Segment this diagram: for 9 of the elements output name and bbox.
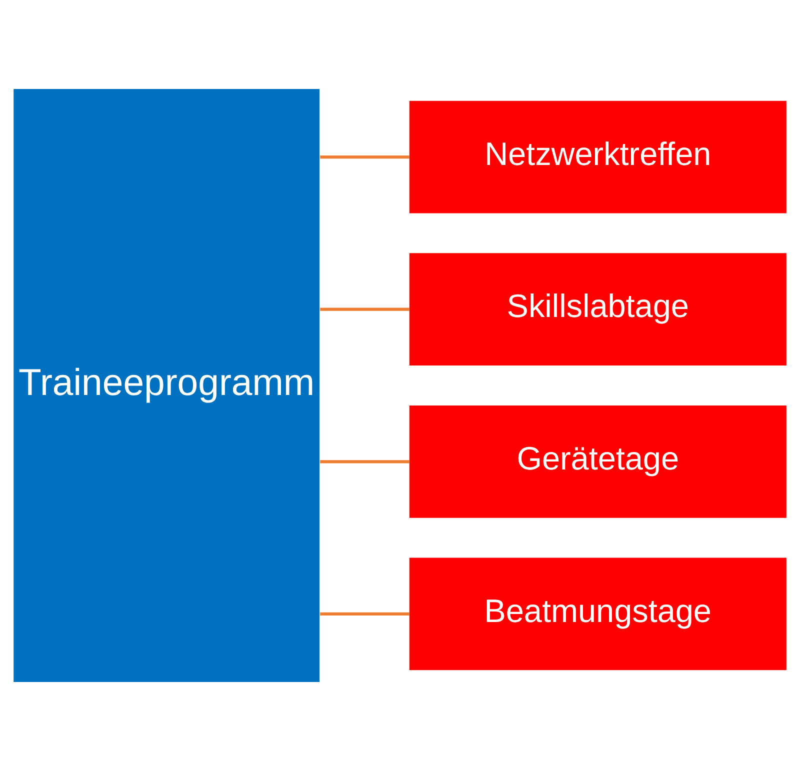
node-box: Traineeprogramm xyxy=(14,88,320,682)
node-box: Gerätetage xyxy=(409,404,786,518)
connector xyxy=(320,612,410,616)
node-box: Netzwerktreffen xyxy=(409,100,786,213)
node-box: Beatmungstage xyxy=(409,557,786,670)
node-box: Skillslabtage xyxy=(409,252,786,366)
connector xyxy=(320,460,410,463)
connector xyxy=(320,154,410,158)
connector xyxy=(320,307,410,310)
